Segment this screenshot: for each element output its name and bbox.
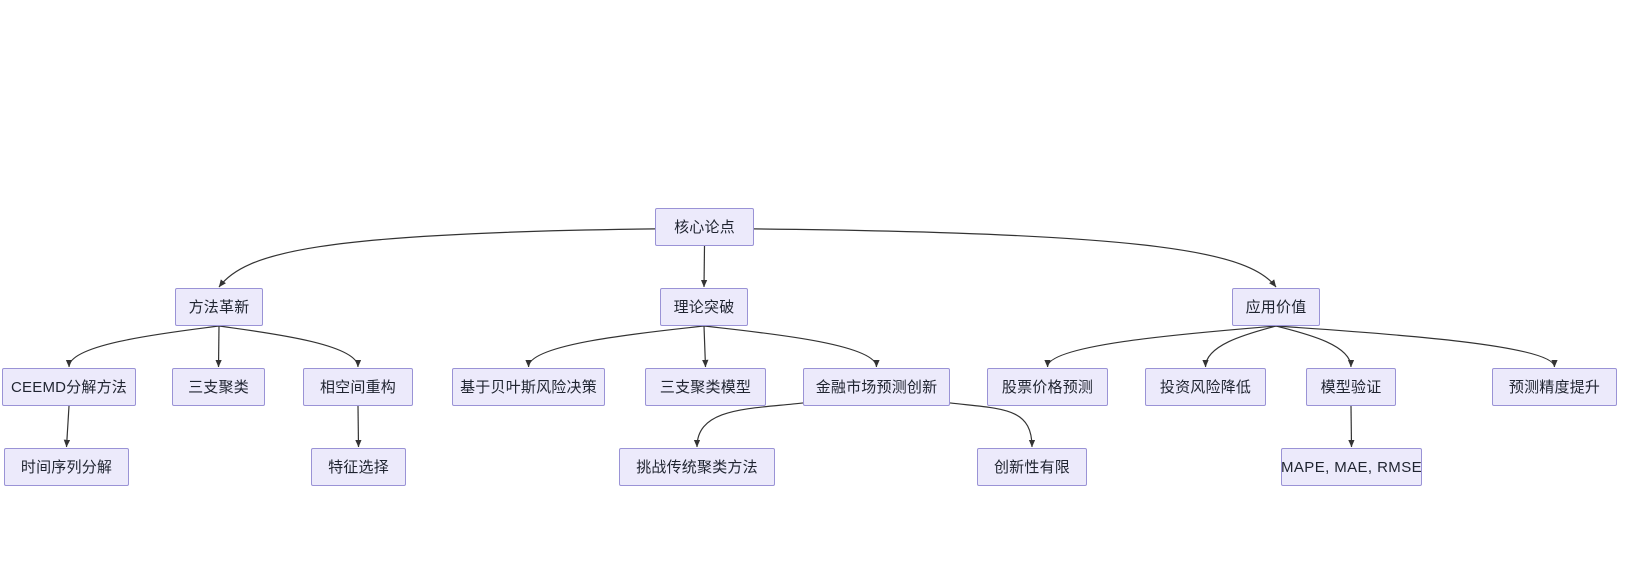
node-label: MAPE, MAE, RMSE	[1280, 458, 1423, 476]
edge-l1b-to-l2d	[525, 325, 705, 368]
node-label: 时间序列分解	[20, 458, 113, 476]
node-label: 模型验证	[1320, 378, 1382, 396]
edge-root-to-l1c	[753, 228, 1277, 288]
node-label: 基于贝叶斯风险决策	[460, 378, 597, 396]
diagram-node-l1a[interactable]: 方法革新	[175, 288, 263, 326]
diagram-node-l2f[interactable]: 金融市场预测创新	[803, 368, 950, 406]
edge-l1c-to-l2j	[1275, 325, 1558, 368]
edge-l1a-to-l2a	[65, 325, 220, 368]
edge-l2c-to-l3b	[355, 405, 362, 448]
diagram-node-l2h[interactable]: 投资风险降低	[1145, 368, 1266, 406]
edge-l1a-to-l2b	[215, 325, 222, 368]
diagram-node-l2e[interactable]: 三支聚类模型	[645, 368, 766, 406]
node-label: 挑战传统聚类方法	[636, 458, 758, 476]
diagram-node-l2d[interactable]: 基于贝叶斯风险决策	[452, 368, 605, 406]
edge-l1c-to-l2h	[1202, 325, 1277, 368]
node-label: 创新性有限	[993, 458, 1070, 476]
edge-l1b-to-l2f	[703, 325, 880, 368]
edge-l1b-to-l2e	[702, 325, 709, 368]
diagram-node-l2g[interactable]: 股票价格预测	[987, 368, 1108, 406]
node-label: CEEMD分解方法	[11, 378, 127, 396]
node-label: 投资风险降低	[1159, 378, 1252, 396]
edge-l1c-to-l2g	[1044, 325, 1277, 368]
diagram-node-l3c[interactable]: 挑战传统聚类方法	[619, 448, 775, 486]
diagram-node-l2b[interactable]: 三支聚类	[172, 368, 265, 406]
node-label: 金融市场预测创新	[815, 378, 938, 396]
node-label: 核心论点	[674, 218, 735, 236]
edge-l2i-to-l3e	[1348, 405, 1355, 448]
diagram-node-l3b[interactable]: 特征选择	[311, 448, 406, 486]
edge-root-to-l1b	[700, 245, 708, 288]
node-label: 预测精度提升	[1508, 378, 1601, 396]
diagram-node-l1c[interactable]: 应用价值	[1232, 288, 1320, 326]
diagram-node-l1b[interactable]: 理论突破	[660, 288, 748, 326]
node-label: 股票价格预测	[1001, 378, 1094, 396]
diagram-node-l2j[interactable]: 预测精度提升	[1492, 368, 1617, 406]
diagram-node-l3d[interactable]: 创新性有限	[977, 448, 1087, 486]
diagram-node-l3a[interactable]: 时间序列分解	[4, 448, 129, 486]
diagram-node-l2i[interactable]: 模型验证	[1306, 368, 1396, 406]
edge-l1c-to-l2i	[1275, 325, 1355, 368]
diagram-node-l2c[interactable]: 相空间重构	[303, 368, 413, 406]
diagram-node-root[interactable]: 核心论点	[655, 208, 754, 246]
node-label: 特征选择	[328, 458, 389, 476]
edge-root-to-l1a	[218, 228, 656, 288]
node-label: 三支聚类	[188, 378, 249, 396]
edge-l2f-to-l3d	[949, 402, 1036, 448]
node-label: 应用价值	[1245, 298, 1307, 316]
diagram-node-l3e[interactable]: MAPE, MAE, RMSE	[1281, 448, 1422, 486]
node-label: 方法革新	[188, 298, 250, 316]
node-label: 理论突破	[673, 298, 735, 316]
node-label: 相空间重构	[319, 378, 396, 396]
edge-l1a-to-l2c	[218, 325, 362, 368]
edge-l2a-to-l3a	[63, 405, 71, 448]
edge-l2f-to-l3c	[693, 402, 804, 448]
diagram-node-l2a[interactable]: CEEMD分解方法	[2, 368, 136, 406]
node-label: 三支聚类模型	[659, 378, 752, 396]
